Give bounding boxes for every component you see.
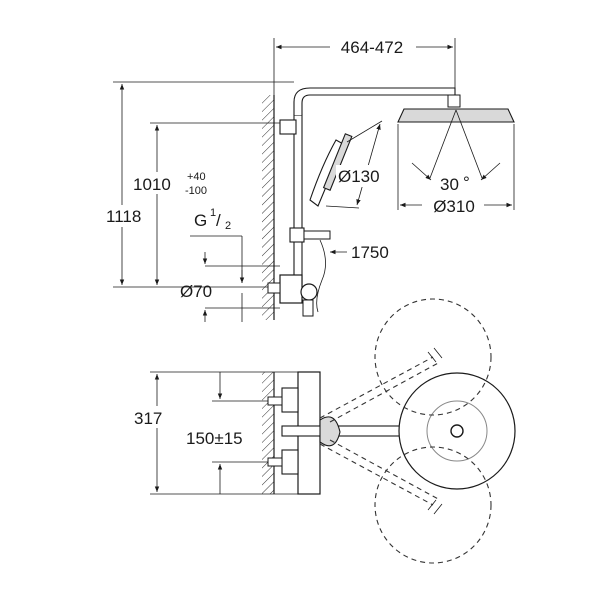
dim-arm-length: 464-472 <box>341 38 403 57</box>
dim-outlet-diameter: Ø70 <box>180 282 212 301</box>
dim-swivel-angle: 30 <box>440 175 459 194</box>
top-head-joint <box>450 424 464 438</box>
slide-holder-arm <box>303 230 331 240</box>
dim-mixer-width: 317 <box>134 409 162 428</box>
top-view: 317 150±15 <box>130 298 516 564</box>
dim-adjust-height: 1010 <box>133 175 171 194</box>
thermostat-connector <box>267 282 281 294</box>
inlet-bottom <box>267 457 283 467</box>
dim-hand-shower-diameter: Ø130 <box>338 167 380 186</box>
head-shower-connector <box>447 94 461 108</box>
mixer-knob-top <box>281 387 299 413</box>
mixer-knob-bottom <box>281 449 299 475</box>
slide-holder <box>289 227 305 243</box>
thermostat-knob <box>300 283 318 301</box>
riser-pipe <box>293 114 303 286</box>
top-head-center <box>426 400 488 462</box>
side-view: 464-472 1118 1010 +40 -100 G 1 / 2 Ø70 <box>100 36 515 322</box>
wall-bracket <box>279 119 297 135</box>
thermostat-body <box>279 274 303 304</box>
hose-connector <box>302 299 314 317</box>
top-hand-holder <box>319 416 341 447</box>
dim-hose-length: 1750 <box>351 243 389 262</box>
hand-shower <box>309 133 353 207</box>
hose <box>316 239 326 313</box>
thread-slash: / <box>216 211 221 230</box>
wall-hatching <box>262 95 274 320</box>
thread-den: 2 <box>225 220 231 232</box>
dim-center-distance: 150±15 <box>186 429 243 448</box>
thread-num: 1 <box>210 207 216 219</box>
swivel-circle-upper <box>374 298 492 416</box>
shower-arm <box>293 87 456 115</box>
dim-head-shower-diameter: Ø310 <box>433 197 475 216</box>
dim-adjust-minus: -100 <box>185 185 207 197</box>
dim-adjust-plus: +40 <box>187 171 206 183</box>
swivel-circle-lower <box>374 446 492 564</box>
top-wall-hatching <box>262 372 274 494</box>
dim-total-height: 1118 <box>106 207 141 226</box>
thread-g: G <box>194 211 207 230</box>
dim-swivel-unit: ° <box>463 173 470 192</box>
inlet-top <box>267 396 283 406</box>
